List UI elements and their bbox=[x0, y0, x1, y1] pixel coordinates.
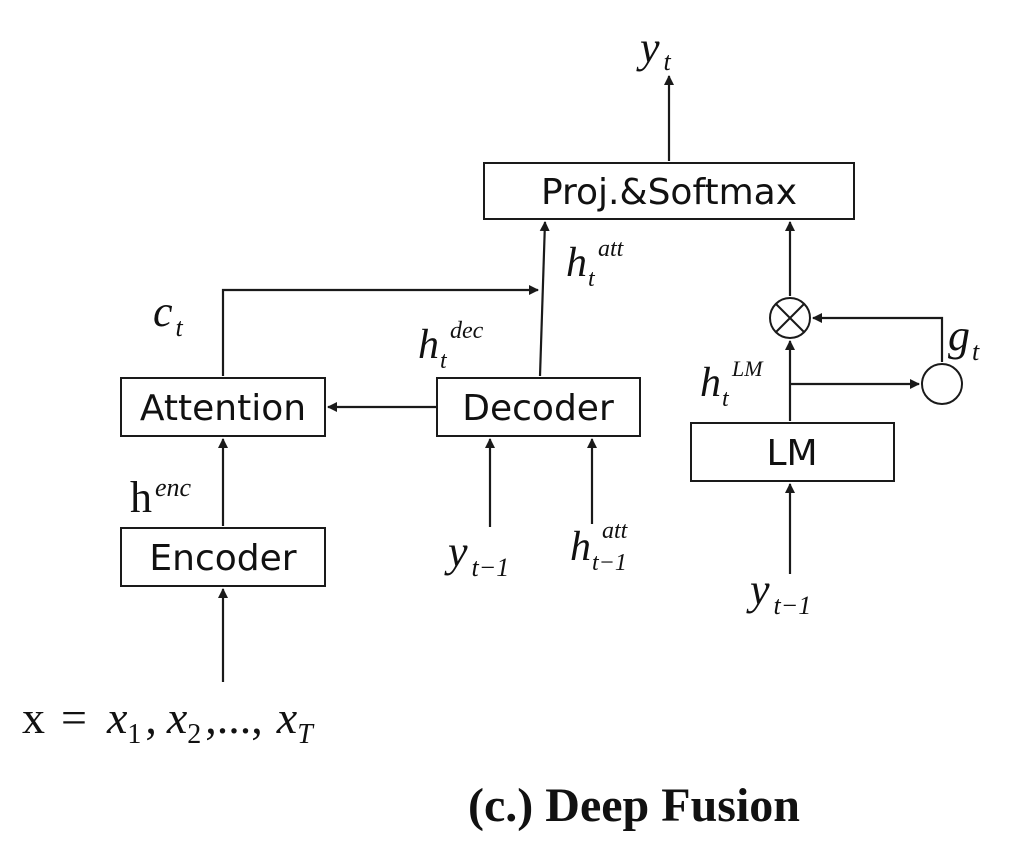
edge-gate-to-multiply bbox=[812, 313, 944, 362]
decoder-box: Decoder bbox=[436, 377, 641, 437]
proj-softmax-box: Proj.&Softmax bbox=[483, 162, 855, 220]
proj-softmax-label: Proj.&Softmax bbox=[541, 172, 797, 213]
input-sequence: x=x1,x2,...,xT bbox=[22, 692, 315, 750]
lm-box: LM bbox=[690, 422, 895, 482]
label-h-lm: htLM bbox=[700, 356, 764, 412]
lm-label: LM bbox=[766, 433, 817, 474]
decoder-label: Decoder bbox=[462, 388, 614, 429]
attention-label: Attention bbox=[140, 388, 306, 429]
attention-box: Attention bbox=[120, 377, 326, 437]
multiply-node bbox=[769, 297, 811, 339]
figure-caption: (c.) Deep Fusion bbox=[468, 779, 800, 832]
label-g-t: gt bbox=[948, 311, 980, 366]
label-h-att-prev: ht−1att bbox=[570, 518, 629, 576]
encoder-box: Encoder bbox=[120, 527, 326, 587]
encoder-label: Encoder bbox=[149, 538, 296, 579]
edge-decoder-to-proj bbox=[538, 221, 550, 377]
edge-attention-context bbox=[221, 285, 539, 376]
label-h-att: htatt bbox=[566, 236, 625, 292]
label-h-dec: htdec bbox=[418, 318, 484, 374]
gate-node bbox=[921, 363, 963, 405]
